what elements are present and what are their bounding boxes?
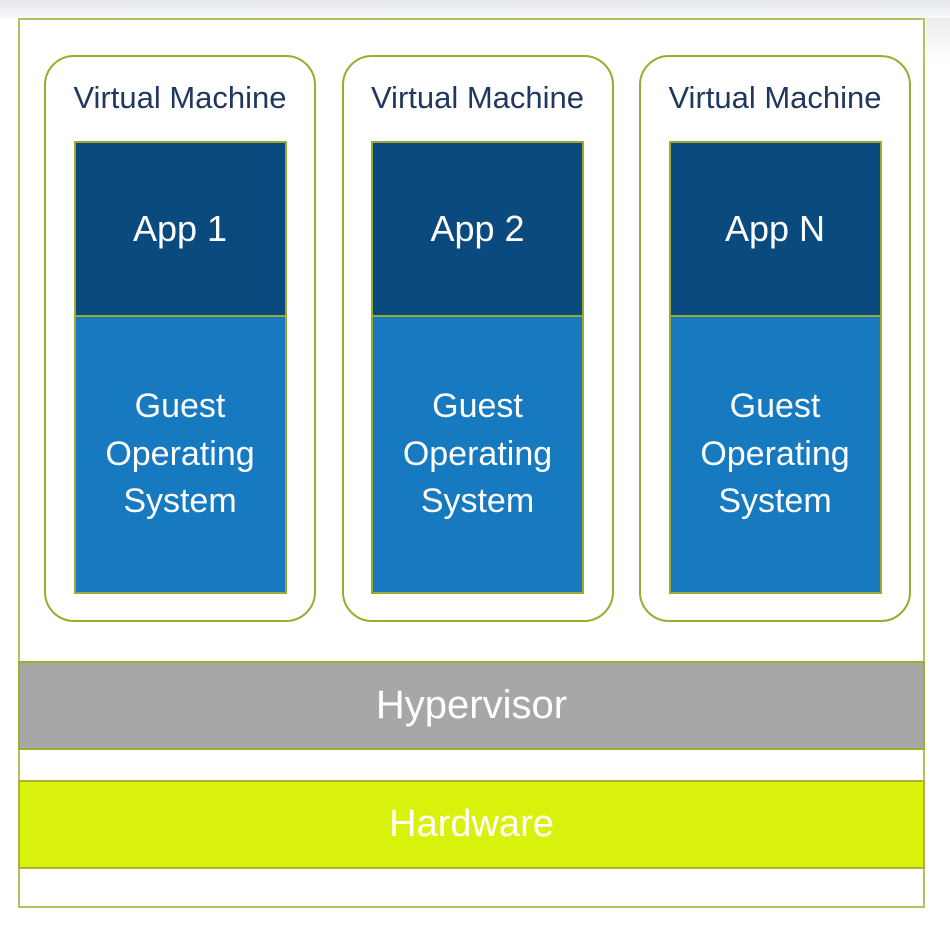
- vm-title: Virtual Machine: [370, 80, 585, 115]
- diagram-panel: Virtual Machine App 1 Guest Operating Sy…: [18, 18, 925, 908]
- vm-title: Virtual Machine: [73, 80, 287, 115]
- vm-stack: App N Guest Operating System: [668, 141, 882, 595]
- virtual-machines-row: Virtual Machine App 1 Guest Operating Sy…: [44, 55, 911, 622]
- guest-os-layer: Guest Operating System: [371, 315, 584, 595]
- hypervisor-layer: Hypervisor: [18, 661, 925, 750]
- vm-title: Virtual Machine: [668, 80, 882, 115]
- top-edge-band: [0, 0, 950, 18]
- hardware-layer: Hardware: [18, 780, 925, 869]
- guest-os-layer: Guest Operating System: [668, 315, 882, 595]
- app-layer: App N: [668, 141, 882, 316]
- app-layer: App 1: [73, 141, 287, 316]
- app-layer: App 2: [371, 141, 584, 316]
- right-edge-fade: [926, 18, 950, 64]
- virtual-machine-box-2: Virtual Machine App 2 Guest Operating Sy…: [341, 55, 614, 622]
- virtual-machine-box-1: Virtual Machine App 1 Guest Operating Sy…: [44, 55, 316, 622]
- vm-stack: App 1 Guest Operating System: [73, 141, 287, 595]
- virtual-machine-box-3: Virtual Machine App N Guest Operating Sy…: [639, 55, 911, 622]
- guest-os-layer: Guest Operating System: [73, 315, 287, 595]
- vm-stack: App 2 Guest Operating System: [371, 141, 584, 595]
